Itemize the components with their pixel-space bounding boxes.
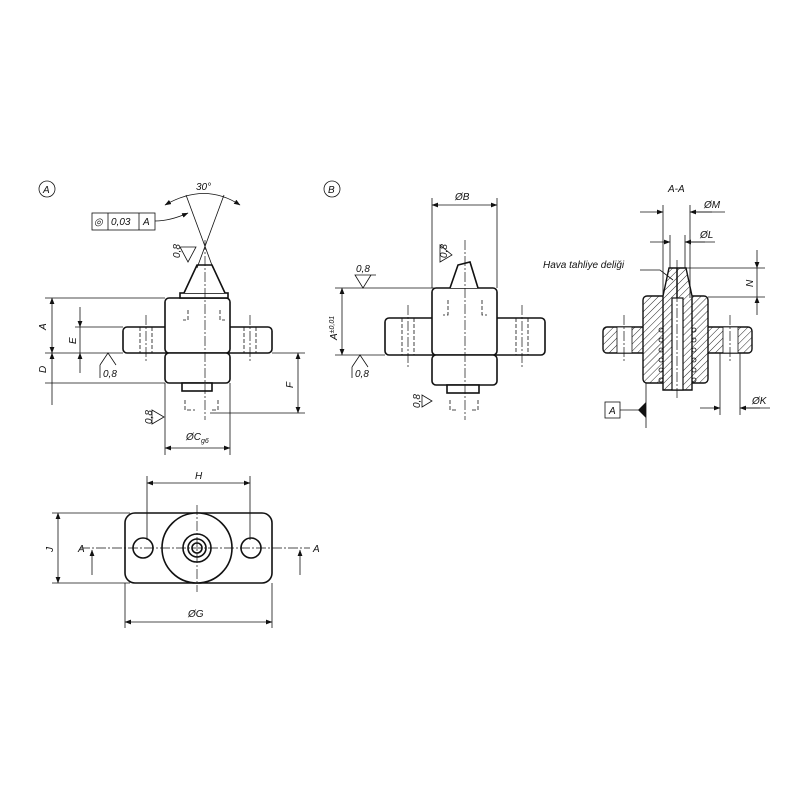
roughness-b-flange: 0,8 [355, 369, 369, 380]
roughness-flange: 0,8 [103, 369, 117, 380]
cut-marker-left: A [77, 544, 85, 555]
roughness-b-bottom: 0,8 [412, 394, 423, 408]
cone [183, 264, 226, 294]
body-upper [164, 297, 231, 354]
dim-l: ØL [699, 230, 713, 241]
dim-j: J [45, 546, 56, 553]
bottom-view: H J ØG A A [45, 471, 320, 628]
roughness-bottom: 0,8 [144, 410, 155, 424]
dim-n: N [745, 279, 756, 287]
roughness-b-cone: 0,8 [439, 244, 450, 258]
collar [179, 292, 229, 299]
body-lower [164, 352, 231, 384]
dim-e: E [68, 337, 79, 344]
tolerance-value: 0,03 [111, 217, 131, 228]
dim-h: H [195, 471, 203, 482]
dim-f: F [285, 381, 296, 388]
view-a: A 30° ◎ 0,03 A 0,8 0,8 0,8 [38, 180, 305, 455]
air-vent-hole-callout: Hava tahliye deliği [543, 260, 625, 271]
concentricity-symbol: ◎ [94, 217, 104, 228]
dim-b: ØB [454, 192, 470, 203]
dim-c: ØCg6 [185, 432, 209, 445]
dim-g: ØG [187, 609, 204, 620]
section-title: A-A [667, 184, 685, 195]
dim-d: D [38, 366, 49, 373]
tolerance-datum: A [142, 217, 150, 228]
angle-label: 30° [196, 182, 211, 193]
roughness-b-top: 0,8 [356, 264, 370, 275]
dim-m: ØM [703, 200, 721, 211]
view-b-label: B [328, 185, 335, 196]
tolerance-frame: ◎ 0,03 A [91, 212, 189, 231]
view-a-marker [38, 180, 56, 198]
section-a-a: A-A ØM ØL Hava tahliye deliği N ØK [543, 184, 770, 428]
view-b-marker [323, 180, 341, 198]
cut-marker-right: A [312, 544, 320, 555]
datum-label: A [608, 406, 616, 417]
dim-k: ØK [751, 396, 768, 407]
dim-a-tol: A±0,01 [329, 316, 340, 341]
dim-a: A [38, 323, 49, 331]
datum-box [604, 401, 621, 419]
view-b: B ØB A±0,01 0,8 0,8 0,8 0,8 [323, 180, 546, 420]
view-a-label: A [42, 185, 50, 196]
roughness-cone: 0,8 [172, 244, 183, 258]
body-bottom [181, 382, 213, 392]
